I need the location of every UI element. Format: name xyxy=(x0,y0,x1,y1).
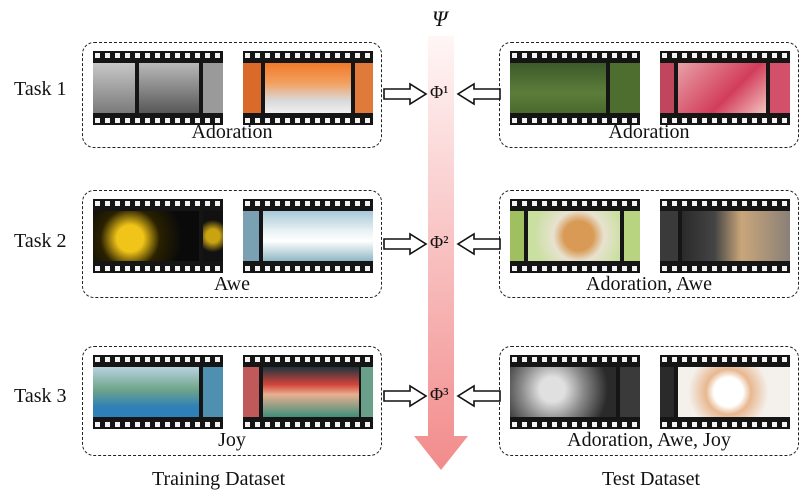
video-thumbnail-water-slide xyxy=(93,355,223,429)
test-caption-task-3: Adoration, Awe, Joy xyxy=(567,429,731,451)
train-panel-task-2: Awe xyxy=(82,190,382,298)
video-thumbnail-pandas xyxy=(93,51,223,125)
video-thumbnail-dog-owner xyxy=(660,199,790,273)
phi-2-label: Φ² xyxy=(430,232,449,252)
test-dataset-label: Test Dataset xyxy=(602,468,701,490)
video-thumbnail-elderly-couple xyxy=(510,355,640,429)
test-caption-task-1: Adoration xyxy=(608,121,690,143)
phi-1-label: Φ¹ xyxy=(430,82,449,102)
train-caption-task-2: Awe xyxy=(214,273,250,295)
video-thumbnail-family-meal xyxy=(243,51,373,125)
train-caption-task-3: Joy xyxy=(218,429,246,451)
central-gradient-arrow xyxy=(414,36,468,470)
right-arrow-task-3 xyxy=(383,384,428,408)
task-1-label: Task 1 xyxy=(14,78,67,100)
test-panel-task-1: Adoration xyxy=(499,42,799,148)
left-arrow-task-2 xyxy=(456,232,501,256)
train-panel-task-3: Joy xyxy=(82,346,382,456)
video-thumbnail-hamster xyxy=(510,199,640,273)
training-dataset-label: Training Dataset xyxy=(152,468,286,490)
video-thumbnail-mermaid-cartoon xyxy=(243,355,373,429)
right-arrow-task-2 xyxy=(383,232,428,256)
left-arrow-task-1 xyxy=(456,82,501,106)
video-thumbnail-football xyxy=(510,51,640,125)
train-caption-task-1: Adoration xyxy=(191,121,273,143)
test-panel-task-2: Adoration, Awe xyxy=(499,190,799,298)
train-panel-task-1: Adoration xyxy=(82,42,382,148)
phi-3-label: Φ³ xyxy=(430,384,449,404)
video-thumbnail-kitten xyxy=(660,355,790,429)
task-2-label: Task 2 xyxy=(14,230,67,252)
test-panel-task-3: Adoration, Awe, Joy xyxy=(499,346,799,456)
right-arrow-task-1 xyxy=(383,82,428,106)
task-3-label: Task 3 xyxy=(14,385,67,407)
test-caption-task-2: Adoration, Awe xyxy=(586,273,712,295)
left-arrow-task-3 xyxy=(456,384,501,408)
video-thumbnail-baby xyxy=(660,51,790,125)
psi-label: Ψ xyxy=(432,6,448,31)
video-thumbnail-flowers xyxy=(93,199,223,273)
video-thumbnail-waterfall xyxy=(243,199,373,273)
